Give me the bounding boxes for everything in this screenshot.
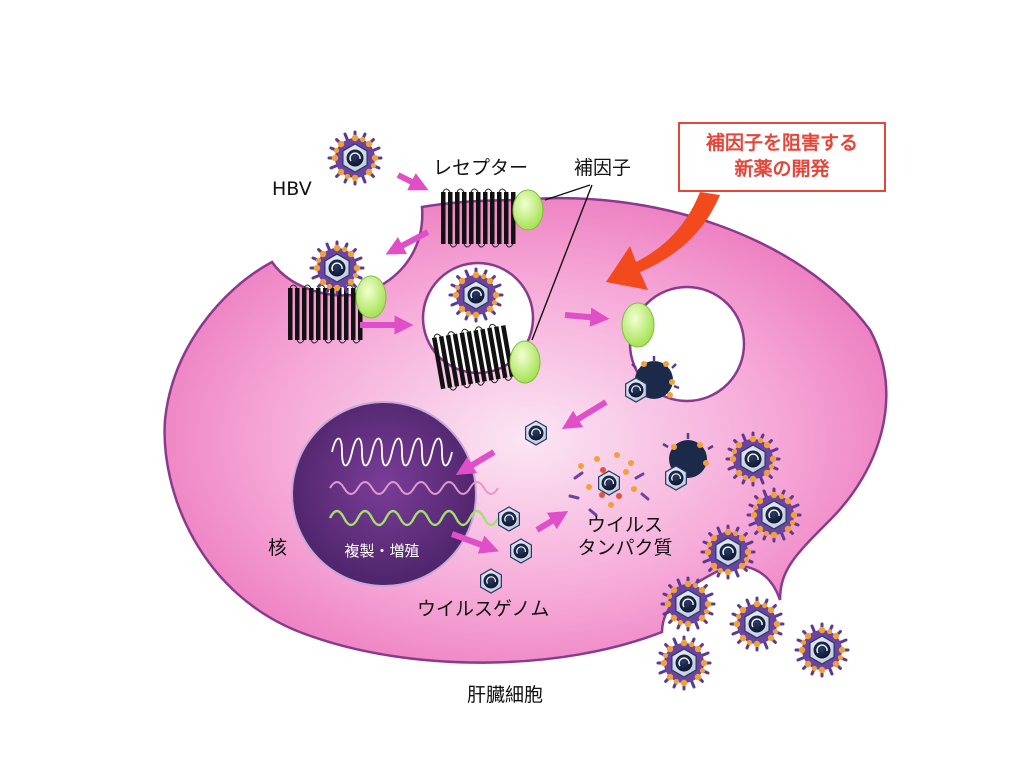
viral-protein-label: ウイルス タンパク質	[560, 514, 690, 560]
cofactor-endosome-2	[621, 302, 655, 348]
receptor-pocket	[287, 284, 363, 344]
capsid-endosome-exit	[624, 377, 648, 403]
hbv-virus-outside	[327, 130, 383, 186]
receptor-surface	[440, 188, 516, 248]
hbv-label: HBV	[272, 178, 312, 200]
replication-label: 複製・増殖	[344, 542, 420, 560]
process-arrows	[360, 172, 610, 554]
hbv-virus-released-5	[729, 596, 785, 652]
callout-line-1: 補因子を阻害する	[705, 132, 858, 155]
nucleus-label: 核	[268, 537, 288, 559]
hbv-virus-released-4	[660, 576, 716, 632]
nucleus	[291, 401, 477, 587]
drug-development-callout: 補因子を阻害する 新薬の開発	[678, 122, 886, 192]
red-drug-arrow	[606, 192, 720, 290]
viral-genome-label: ウイルスゲノム	[417, 598, 550, 620]
pink-rna-strand	[329, 481, 499, 495]
capsid-budding	[664, 465, 688, 491]
hbv-virus-released-7	[656, 635, 712, 691]
viral-protein-line-2: タンパク質	[577, 536, 673, 559]
cofactor-surface	[512, 189, 544, 231]
cofactor-leader-lines	[531, 184, 593, 341]
hbv-virus-released-6	[794, 622, 850, 678]
receptor-label: レセプター	[433, 157, 529, 179]
cofactor-label: 補因子	[574, 157, 632, 179]
viral-protein-fragments	[568, 452, 650, 517]
hbv-virus-released-2	[746, 487, 802, 543]
capsid-new-3	[480, 568, 502, 594]
capsid-cytoplasm	[524, 420, 548, 446]
hbv-virus-endosome	[448, 267, 504, 323]
cofactor-endosome-1	[509, 340, 541, 384]
callout-line-2: 新薬の開発	[734, 158, 830, 180]
hbv-virus-pocket	[309, 240, 365, 296]
capsid-protein-area	[597, 470, 621, 496]
dna-coil	[331, 437, 453, 467]
cofactor-pocket	[355, 275, 387, 319]
viral-protein-line-1: ウイルス	[586, 514, 663, 536]
hbv-virus-released-3	[700, 524, 756, 580]
hepatocyte-label: 肝臓細胞	[467, 684, 544, 706]
hbv-virus-released-1	[725, 431, 781, 487]
capsid-new-2	[510, 538, 533, 564]
capsid-new-1	[498, 506, 521, 532]
green-rna-strand	[328, 509, 500, 527]
